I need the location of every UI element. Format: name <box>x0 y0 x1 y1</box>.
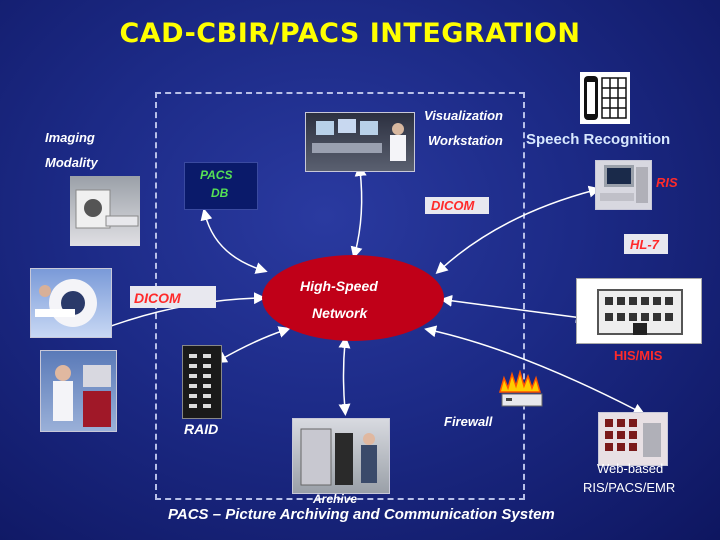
link-archive-network <box>338 336 351 416</box>
ct-scanner-photo <box>70 176 140 246</box>
archive-label: Archive <box>313 492 358 506</box>
ris-label: RIS <box>656 175 678 190</box>
hl7-box <box>624 234 668 254</box>
dicom-top-label: DICOM <box>431 198 475 213</box>
hospital-building-icon <box>597 289 683 335</box>
his-building-photo <box>576 278 702 344</box>
his-mis-label: HIS/MIS <box>614 348 663 363</box>
ris-computer-icon <box>600 165 648 203</box>
raid-storage-icon <box>189 354 211 408</box>
web-grid-icon <box>605 419 661 457</box>
speech-recognition-label: Speech Recognition <box>526 131 671 148</box>
link-ris-network <box>435 185 601 275</box>
db-label: DB <box>211 186 229 200</box>
visualization-label: Visualization <box>424 108 503 123</box>
web-grid-photo <box>598 412 668 466</box>
high-speed-label: High-Speed <box>300 278 378 294</box>
dicom-left-box <box>130 286 216 308</box>
workstation-label: Workstation <box>428 133 503 148</box>
dicom-top-box <box>425 197 489 214</box>
footer-caption: PACS – Picture Archiving and Communicati… <box>168 506 555 523</box>
link-pacsdb-network <box>200 208 268 274</box>
link-workstation-network <box>350 164 367 259</box>
dicom-left-label: DICOM <box>134 290 181 306</box>
raid-label: RAID <box>184 421 219 437</box>
network-hub <box>262 255 444 341</box>
link-raid-network <box>214 326 291 363</box>
raid-storage-photo <box>182 345 222 419</box>
modality-label: Modality <box>45 155 98 170</box>
ris-pacs-emr-label: RIS/PACS/EMR <box>583 480 676 495</box>
link-his-network <box>440 294 588 324</box>
tech-workstation-photo <box>40 350 117 432</box>
archive-server-icon <box>300 428 377 486</box>
pacs-label: PACS <box>200 168 233 182</box>
network-label: Network <box>312 305 368 321</box>
archive-server-photo <box>292 418 390 494</box>
page-title: CAD-CBIR/PACS INTEGRATION <box>119 18 581 49</box>
ris-computer-photo <box>595 160 652 210</box>
workstation-photo <box>305 112 415 172</box>
mri-scanner-photo <box>30 268 112 338</box>
web-based-label: Web-based <box>597 461 664 476</box>
mri-scanner-icon <box>35 279 97 327</box>
imaging-label: Imaging <box>45 130 95 145</box>
firewall-icon <box>499 370 543 407</box>
hl7-label: HL-7 <box>630 237 659 252</box>
firewall-label: Firewall <box>444 414 493 429</box>
technician-icon <box>53 365 111 427</box>
ct-scanner-icon <box>75 189 139 229</box>
phone-icon <box>580 72 630 124</box>
pacs-db-box <box>184 162 258 210</box>
link-web-network <box>424 325 646 415</box>
workstation-monitors-icon <box>312 119 406 161</box>
